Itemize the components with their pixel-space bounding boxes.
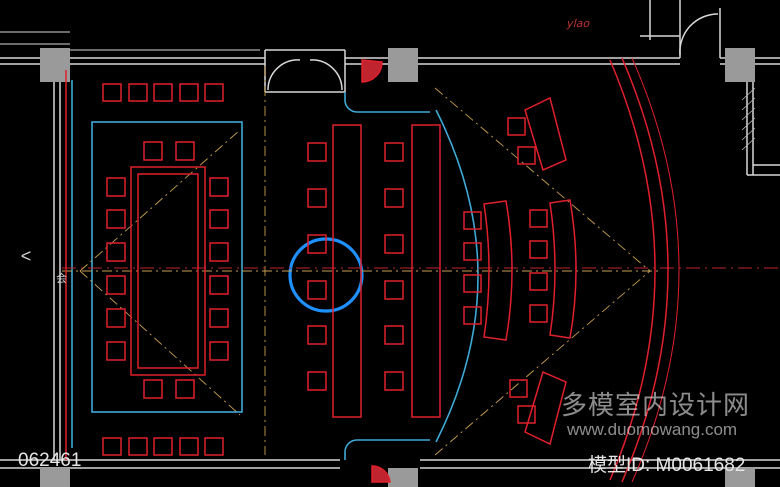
hatch [741,87,756,151]
zones [71,80,479,460]
model-id-label: 模型ID: M0061682 [588,455,746,476]
previous-image-button[interactable]: < [20,246,32,266]
watermark-title: 多模室内设计网 [561,391,751,421]
drawing-side-label: 会 [56,272,67,285]
watermark-url: www.duomowang.com [567,420,738,439]
image-number: 062461 [18,450,82,471]
columns [40,48,755,487]
furniture [65,57,680,483]
drawing-top-note: ylao [565,17,592,30]
